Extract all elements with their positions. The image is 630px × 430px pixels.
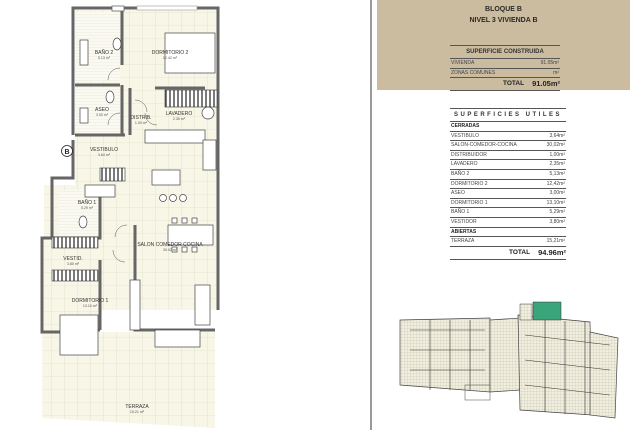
table-row: VESTIDOR 3,80m² [450,218,566,228]
wardrobe [164,89,218,108]
dining-table [167,224,214,246]
room-area: 1.00 m² [135,121,148,125]
table-row: LAVADERO 2,35m² [450,160,566,170]
row-label: DORMITORIO 1 [451,199,488,206]
table-row: DORMITORIO 2 12,42m² [450,180,566,190]
room-labels: BAÑO 2 5.13 m² DORMITORIO 2 12.42 m² ASE… [63,49,203,414]
room-name: DORMITORIO 2 [152,50,189,56]
room-name: TERRAZA [125,404,149,410]
row-value: 13,10m² [546,199,565,206]
table-row: BAÑO 2 5,13m² [450,170,566,180]
row-label: DISTRIBUIDOR [451,151,487,158]
table-row: DISTRIBUIDOR 1,00m² [450,151,566,161]
green-block [532,301,562,321]
sofa-2 [154,329,201,348]
row-value: 5,29m² [549,209,565,216]
room-name: DISTRIB. [130,115,151,121]
row-value: 12,42m² [546,180,565,187]
room-name: VESTID. [63,256,82,262]
room-area: 30.02 m² [163,248,178,252]
svg-text:B: B [64,149,69,156]
kitchen-island [151,169,181,186]
table-row: SALON-COMEDOR-COCINA 30,02m² [450,141,566,151]
row-label: VESTIDOR [451,218,477,225]
row-value: 30,02m² [546,142,565,149]
room-name: VESTIBULO [90,147,118,153]
row-label: BAÑO 2 [451,170,470,177]
room-area: 5.13 m² [98,56,111,60]
room-name: DORMITORIO 1 [72,298,109,304]
row-value: 3,80m² [549,218,565,225]
room-area: 12.42 m² [163,56,178,60]
room-area: 5.29 m² [81,206,94,210]
table-row: ASEO 3,00m² [450,189,566,199]
room-area: 3.80 m² [67,262,80,266]
room-name: BAÑO 1 [78,199,97,206]
row-label: TERRAZA [451,238,475,245]
room-name: SALON COMEDOR COCINA [137,242,203,248]
terrace-floor [42,332,215,428]
room-name: ASEO [95,107,109,113]
table-row: VESTIBULO 3,64m² [450,132,566,142]
row-value: 5,13m² [549,170,565,177]
room-name: LAVADERO [166,111,193,117]
table-row: BAÑO 1 5,29m² [450,208,566,218]
row-label: BAÑO 1 [451,209,470,216]
section-marker: B [61,145,73,157]
room-area: 3.64 m² [98,153,111,157]
table-row: DORMITORIO 1 13,10m² [450,199,566,209]
row-value: 2,35m² [549,161,565,168]
unit-title: NIVEL 3 VIVIENDA B [469,17,538,24]
building-block [517,314,593,416]
divider [370,0,372,430]
room-name: BAÑO 2 [95,49,114,56]
block-title: BLOQUE B [485,6,522,13]
row-value: 3,64m² [549,132,565,139]
room-area: 2.35 m² [173,117,186,121]
row-label: SALON-COMEDOR-COCINA [451,142,517,149]
bed-double [164,32,216,74]
row-value: 1,00m² [549,151,565,158]
row-label: LAVADERO [451,161,478,168]
row-label: VESTIBULO [451,132,480,139]
site-plan [399,301,619,419]
floor-plan: B BAÑO 2 5.13 m² DORMITORIO 2 12.42 m² A… [40,5,220,428]
sofa [194,284,211,326]
building-block [399,317,491,393]
table-row: TERRAZA 15,21m² [450,237,566,247]
room-area: 3.00 m² [96,113,109,117]
row-label: ASEO [451,190,465,197]
bed-single [59,314,99,356]
room-area: 15.21 m² [130,410,145,414]
row-value: 3,00m² [549,190,565,197]
room-area: 13.10 m² [83,304,98,308]
row-label: DORMITORIO 2 [451,180,488,187]
row-value: 15,21m² [546,238,565,245]
